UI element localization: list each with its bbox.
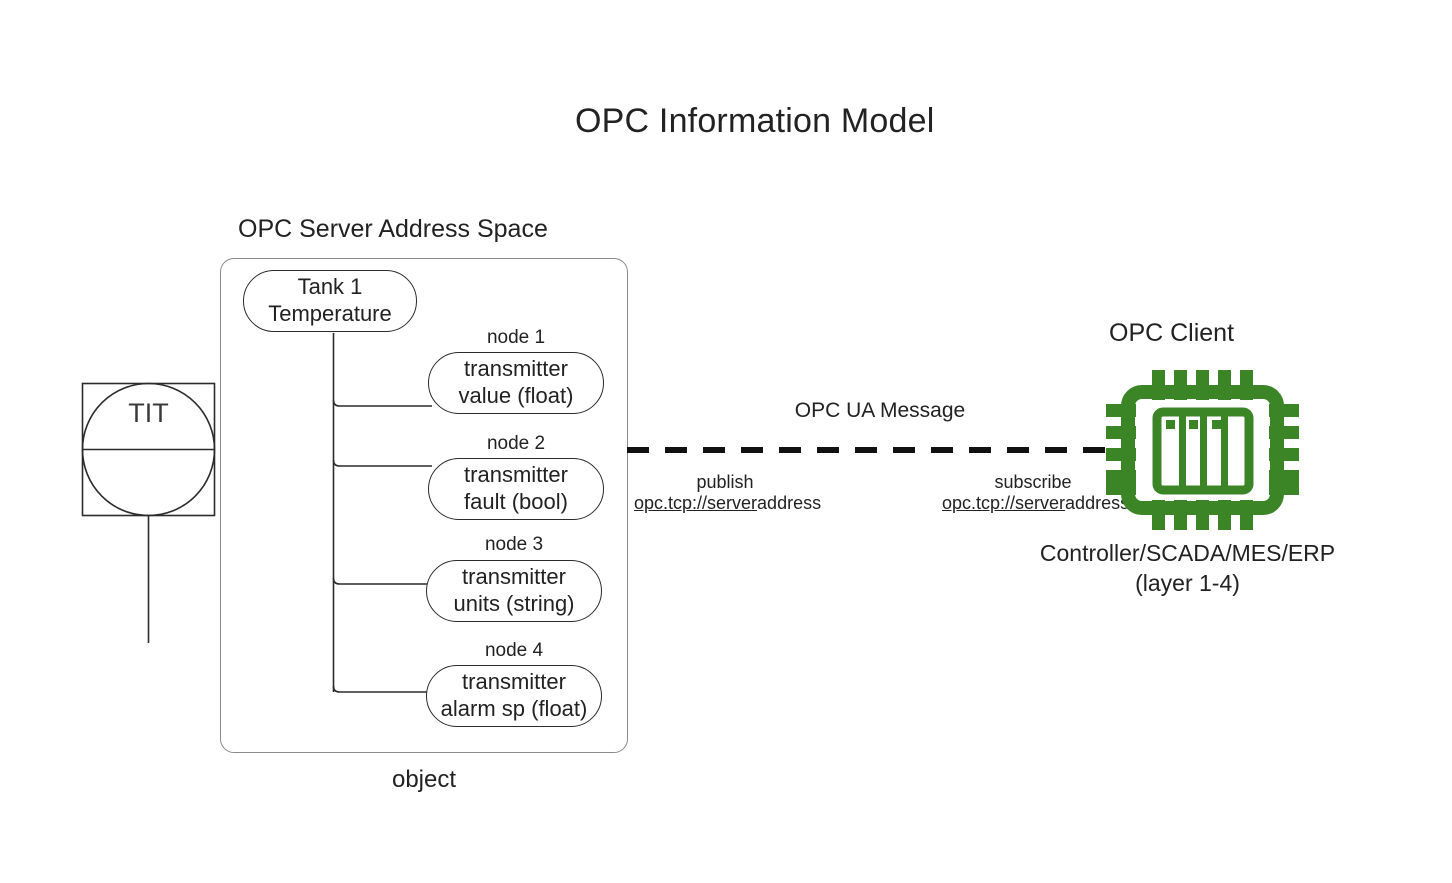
subscribe-endpoint-tail: address	[1065, 493, 1130, 513]
node-3-line-2: units (string)	[453, 591, 575, 616]
chip-outer-body	[1121, 385, 1284, 515]
chip-inner-die	[1152, 407, 1254, 495]
client-section-label: OPC Client	[1109, 319, 1235, 347]
node-1-line-1: transmitter	[464, 356, 568, 382]
publish-endpoint-link[interactable]: opc.tcp://server	[634, 493, 758, 513]
page-title: OPC Information Model	[575, 102, 935, 140]
publish-label: publish	[696, 472, 754, 492]
node-4-line-1: transmitter	[462, 669, 566, 695]
root-node-line-2: Temperature	[268, 301, 392, 326]
node-2-line-1: transmitter	[464, 462, 568, 488]
node-3-tag: node 3	[484, 534, 544, 555]
node-3-transmitter-units[interactable]: transmitter units (string)	[426, 560, 602, 622]
node-2-tag: node 2	[486, 433, 546, 454]
client-subtitle-line-2: (layer 1-4)	[1135, 570, 1240, 597]
opc-server-address-space-container	[220, 258, 628, 753]
node-2-line-2: fault (bool)	[464, 489, 568, 514]
node-1-line-2: value (float)	[458, 383, 574, 408]
client-subtitle-line-1: Controller/SCADA/MES/ERP	[1039, 540, 1336, 566]
node-4-transmitter-alarm-sp[interactable]: transmitter alarm sp (float)	[426, 665, 602, 727]
node-4-line-2: alarm sp (float)	[440, 696, 588, 721]
node-1-tag: node 1	[486, 327, 546, 348]
subscribe-label: subscribe	[994, 472, 1072, 492]
node-1-transmitter-value[interactable]: transmitter value (float)	[428, 352, 604, 414]
subscribe-endpoint[interactable]: opc.tcp://serveraddress	[942, 493, 1129, 514]
publish-endpoint-tail: address	[757, 493, 822, 513]
subscribe-endpoint-link[interactable]: opc.tcp://server	[942, 493, 1066, 513]
opc-ua-message-label: OPC UA Message	[794, 399, 966, 422]
instrument-tag-label: TIT	[128, 398, 169, 428]
server-section-label: OPC Server Address Space	[238, 215, 548, 243]
node-4-tag: node 4	[484, 640, 544, 661]
root-node-line-1: Tank 1	[297, 274, 363, 300]
node-tank-1-temperature[interactable]: Tank 1 Temperature	[243, 270, 417, 332]
object-footer-label: object	[391, 766, 457, 793]
publish-endpoint[interactable]: opc.tcp://serveraddress	[634, 493, 821, 514]
node-2-transmitter-fault[interactable]: transmitter fault (bool)	[428, 458, 604, 520]
node-3-line-1: transmitter	[462, 564, 566, 590]
client-subtitle: Controller/SCADA/MES/ERP (layer 1-4)	[1035, 538, 1340, 599]
